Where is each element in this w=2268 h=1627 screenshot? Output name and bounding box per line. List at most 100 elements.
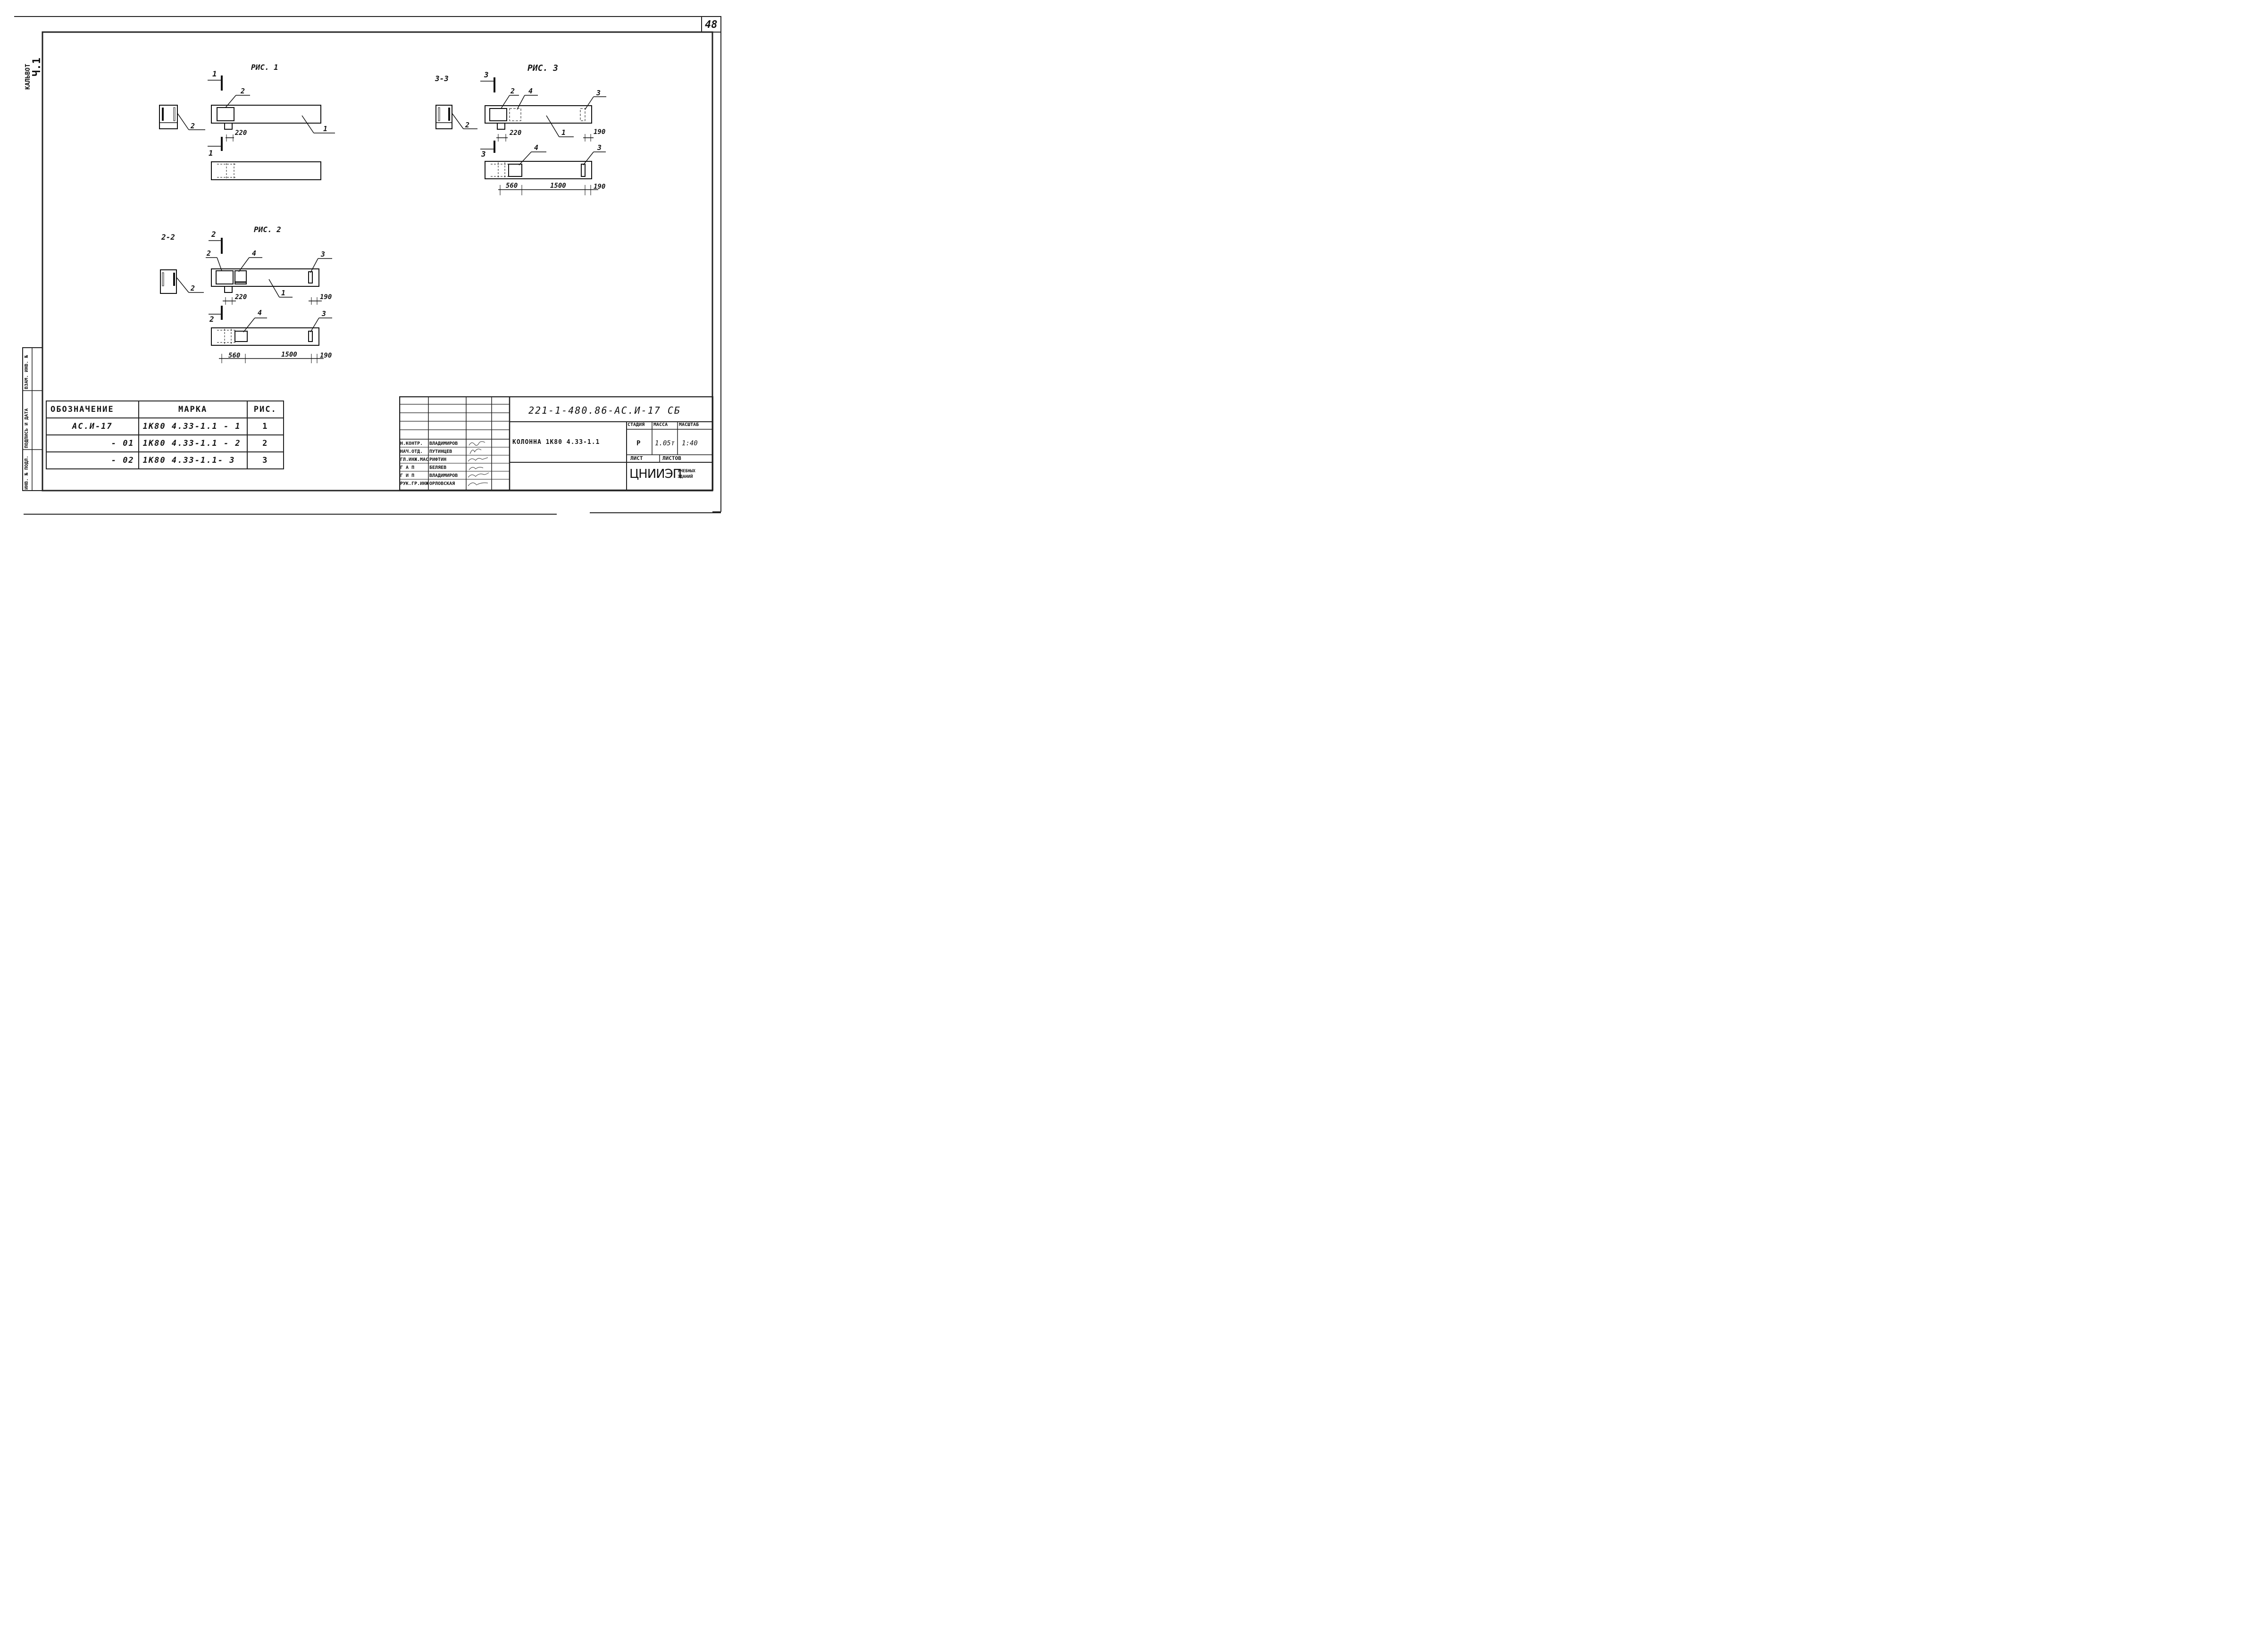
table-row: - 02 1К80 4.33-1.1- 3 3 (46, 451, 285, 469)
fig3-column-elevation (485, 161, 592, 179)
sheet-label: ЛИСТ (630, 455, 643, 461)
signature-4 (469, 467, 484, 470)
table-row: АС.И-17 1К80 4.33-1.1 - 1 1 (46, 417, 285, 435)
fig3-title: РИС. 3 (527, 63, 558, 73)
spec-header-row: ОБОЗНАЧЕНИЕ МАРКА РИС. (46, 400, 285, 418)
fig2-dim-190-top: 190 (320, 293, 332, 301)
spec-header-designation: ОБОЗНАЧЕНИЕ (46, 400, 139, 418)
fig1-title: РИС. 1 (251, 63, 278, 72)
fig2-dim-1500: 1500 (281, 351, 297, 359)
fig3-section-view (435, 105, 452, 129)
stamp-replaced-inv: ВЗАМ. ИНВ. № (24, 355, 29, 389)
fig2-callout-3: 3 (320, 250, 325, 259)
spec-header-mark: МАРКА (138, 400, 248, 418)
organization-name: ЦНИИЭП (629, 467, 682, 481)
fig2-callout-2-left: 2 (190, 284, 195, 292)
spec-designation: - 01 (46, 434, 139, 452)
sheet-number: 48 (705, 19, 718, 31)
role-name: ОРЛОВСКАЯ (429, 481, 455, 486)
signature-6 (468, 483, 488, 486)
spec-designation: - 02 (46, 451, 139, 469)
figure-1: РИС. 1 1 1 2 2 1 220 (159, 63, 335, 180)
fig2-dim-220: 220 (234, 293, 247, 301)
fig3-callout-3: 3 (596, 89, 601, 97)
left-label-code: Ч.1 (31, 58, 43, 76)
spec-figure: 2 (246, 434, 285, 452)
scale-label: МАСШТАБ (679, 422, 699, 427)
fig3-section-mark-top: 3 (484, 70, 489, 79)
fig3-dim-190-top: 190 (594, 128, 605, 136)
signature-3 (468, 457, 488, 462)
role-label: РУК.ГР.ИНЖ (400, 481, 429, 486)
fig1-callout-2: 2 (240, 87, 245, 95)
role-name: БЕЛЯЕВ (429, 465, 447, 470)
title-block-roles: Н.КОНТР. ВЛАДИМИРОВ НАЧ.ОТД. ПУТИНЦЕВ ГЛ.И… (400, 440, 469, 488)
fig2-column-elevation (211, 327, 319, 346)
spec-figure: 1 (246, 417, 285, 435)
fig1-dim-220: 220 (234, 129, 247, 137)
fig2-section-label: 2-2 (161, 233, 175, 242)
document-code: 221-1-480.86-АС.И-17 СБ (528, 405, 681, 416)
role-name: ВЛАДИМИРОВ (429, 441, 458, 446)
fig3-dim-1500: 1500 (550, 182, 566, 190)
role-label: Г А П (400, 465, 415, 470)
fig3-callout-2: 2 (510, 87, 515, 95)
fig3-section-mark-bottom: 3 (481, 150, 486, 159)
left-label-top: КАЛЬВОТ (25, 64, 32, 90)
stamp-signature-date: ПОДПИСЬ И ДАТА (24, 408, 29, 448)
organization-sub-2: ЗДАНИЙ (678, 475, 693, 479)
fig2-callout-1: 1 (281, 289, 285, 297)
role-row: Н.КОНТР. ВЛАДИМИРОВ (400, 440, 469, 448)
fig2-dim-190-bottom: 190 (320, 352, 332, 359)
figure-3: РИС. 3 3-3 3 3 2 2 4 3 1 220 190 4 3 (435, 63, 606, 195)
fig2-callout-2: 2 (206, 249, 211, 258)
fig2-title: РИС. 2 (254, 225, 281, 234)
role-row: НАЧ.ОТД. ПУТИНЦЕВ (400, 448, 469, 456)
signature-2 (469, 449, 482, 454)
role-name: ПУТИНЦЕВ (429, 449, 452, 454)
element-name: КОЛОННА 1К80 4.33-1.1 (512, 439, 600, 446)
fig3-dim-220: 220 (509, 129, 521, 137)
fig2-dim-560: 560 (228, 352, 240, 359)
fig3-callout-4: 4 (528, 87, 533, 95)
fig3-callout-1: 1 (561, 128, 566, 137)
drawing-frame (14, 16, 721, 515)
fig1-column-plan (211, 105, 321, 124)
fig2-section-view (160, 269, 177, 294)
stamp-inv-number: ИНВ. № ПОДЛ. (24, 455, 29, 490)
fig3-callout-2-left: 2 (465, 121, 469, 129)
fig2-section-mark-bottom: 2 (209, 315, 214, 324)
spec-mark: 1К80 4.33-1.1 - 1 (138, 417, 248, 435)
signature-1 (469, 441, 485, 446)
role-row: Г А П БЕЛЯЕВ (400, 464, 469, 472)
table-row: - 01 1К80 4.33-1.1 - 2 2 (46, 434, 285, 452)
fig2-column-plan (211, 268, 319, 287)
spec-designation: АС.И-17 (46, 417, 139, 435)
fig1-section-mark-top: 1 (212, 69, 217, 78)
fig2-callout-4: 4 (252, 249, 256, 258)
role-label: ГЛ.ИНЖ.МАС (400, 457, 429, 462)
mass-label: МАССА (653, 422, 668, 427)
sheets-label: ЛИСТОВ (662, 455, 681, 461)
fig1-callout-2-left: 2 (190, 122, 195, 130)
fig3-column-plan (485, 105, 592, 124)
specification-table: ОБОЗНАЧЕНИЕ МАРКА РИС. АС.И-17 1К80 4.33… (46, 400, 285, 469)
fig2-callout-3-elev: 3 (321, 309, 326, 318)
fig2-callout-4-elev: 4 (258, 309, 262, 317)
spec-header-figure: РИС. (246, 400, 285, 418)
fig2-section-mark-top: 2 (211, 230, 216, 239)
spec-mark: 1К80 4.33-1.1- 3 (138, 451, 248, 469)
role-label: НАЧ.ОТД. (400, 449, 423, 454)
title-block-frame (399, 396, 713, 491)
fig3-dim-560: 560 (506, 182, 518, 190)
role-label: Н.КОНТР. (400, 441, 423, 446)
mass-value: 1.05т (655, 440, 675, 447)
scale-value: 1:40 (682, 440, 698, 447)
figure-2: РИС. 2 2-2 2 2 2 2 4 3 1 220 190 4 3 (160, 225, 332, 363)
fig3-callout-4-elev: 4 (534, 143, 538, 152)
fig1-column-elevation (211, 161, 321, 180)
spec-mark: 1К80 4.33-1.1 - 2 (138, 434, 248, 452)
